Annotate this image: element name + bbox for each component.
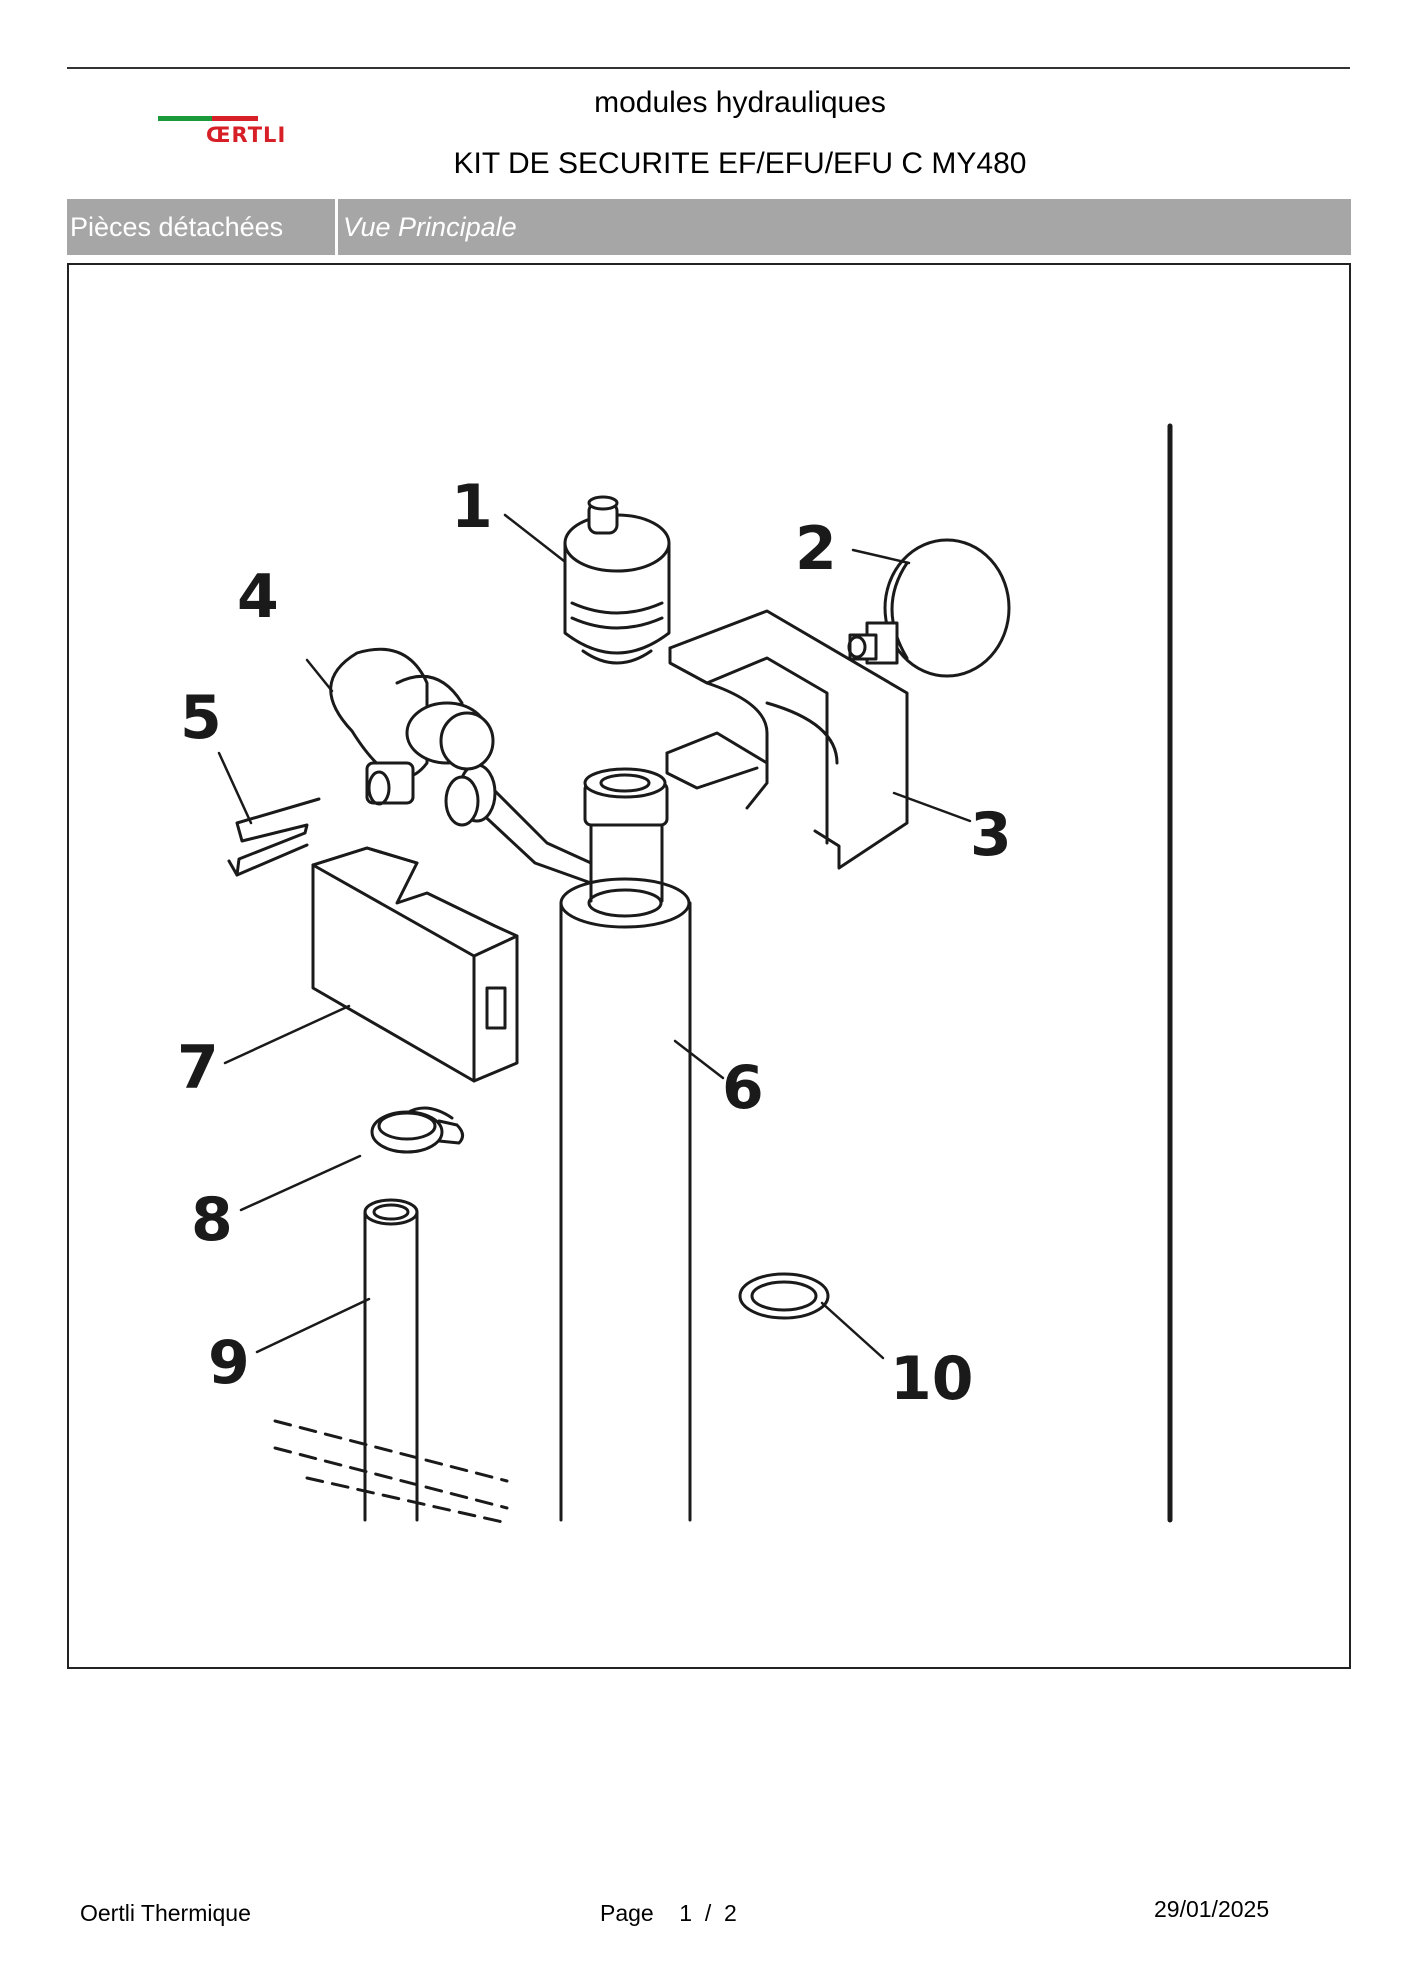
callout-2: 2 xyxy=(795,514,837,584)
logo-wordmark: ŒRTLI xyxy=(206,123,287,147)
callout-4: 4 xyxy=(237,562,279,632)
exploded-parts-diagram: 1 2 3 4 5 6 7 8 9 10 xyxy=(177,423,1173,1525)
section-label: Pièces détachées xyxy=(70,212,284,242)
dashed-lines xyxy=(273,1419,509,1525)
section-cell xyxy=(67,199,338,255)
page-title: modules hydrauliques xyxy=(594,86,886,119)
footer-date: 29/01/2025 xyxy=(1154,1896,1270,1922)
diagram-frame xyxy=(67,263,1351,1669)
logo-green-bar xyxy=(158,116,212,121)
kit-title: KIT DE SECURITE EF/EFU/EFU C MY480 xyxy=(453,147,1027,180)
view-label: Vue Principale xyxy=(343,212,517,242)
section-header-bar: Pièces détachées Vue Principale xyxy=(67,199,1351,255)
brand-logo: ŒRTLI xyxy=(158,114,308,154)
top-rule xyxy=(67,67,1350,69)
part-4-safety-valve xyxy=(329,647,495,806)
callout-10: 10 xyxy=(890,1344,974,1414)
callout-6: 6 xyxy=(722,1053,764,1123)
logo-red-bar xyxy=(212,116,258,121)
part-3-bracket xyxy=(665,609,909,870)
callout-5: 5 xyxy=(180,683,222,753)
part-1-air-vent xyxy=(563,495,671,665)
part-7-cover xyxy=(311,846,519,1083)
callout-3: 3 xyxy=(970,800,1012,870)
callout-8: 8 xyxy=(191,1185,233,1255)
part-6-tube xyxy=(444,763,692,1522)
part-10-washer xyxy=(738,1272,830,1320)
callout-7: 7 xyxy=(177,1033,219,1103)
callout-9: 9 xyxy=(208,1328,250,1398)
footer-page: Page 1 / 2 xyxy=(600,1900,737,1926)
part-8-clamp xyxy=(370,1106,464,1154)
footer-company: Oertli Thermique xyxy=(80,1900,251,1926)
part-5-clip xyxy=(227,797,321,877)
part-9-hose xyxy=(363,1198,419,1522)
callout-1: 1 xyxy=(451,472,493,542)
part-2-gauge xyxy=(847,538,1011,678)
leader-lines xyxy=(217,513,972,1360)
